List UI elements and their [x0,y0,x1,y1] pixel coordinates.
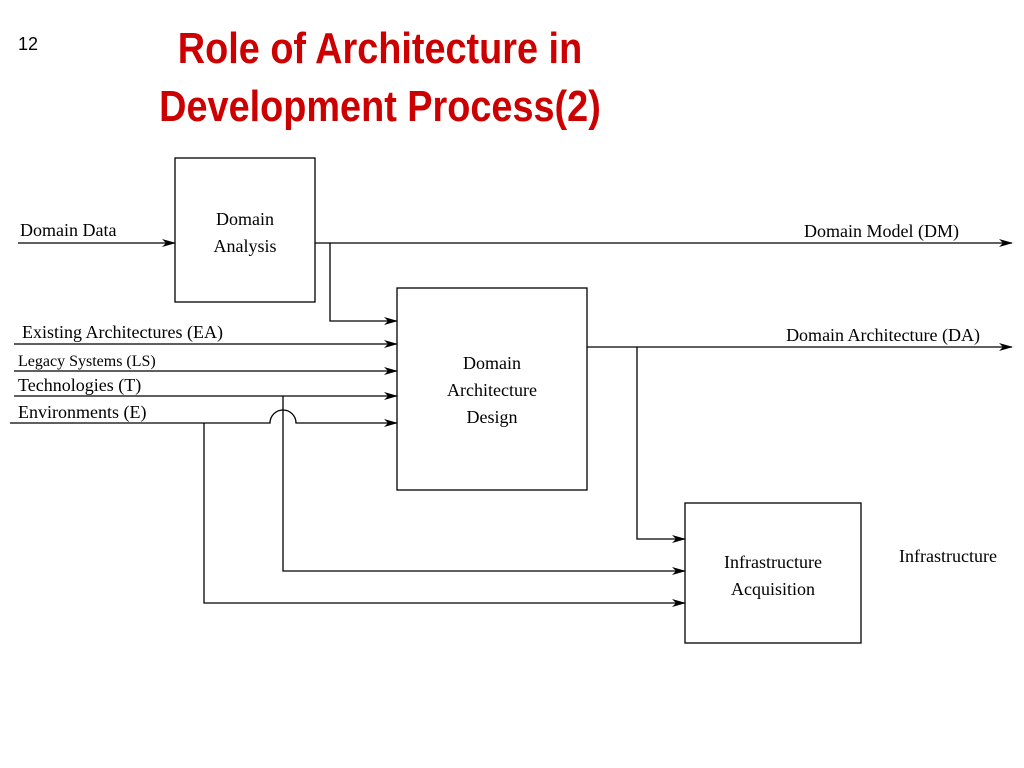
infrastructure-acquisition-box [684,502,862,644]
label-domain-model: Domain Model (DM) [804,221,959,242]
arrow-da-to-infrastructure [636,347,686,543]
slide-number: 12 [18,34,39,54]
domain-analysis-label-2: Analysis [214,236,277,256]
domain-analysis-box [174,157,316,303]
domain-analysis-label-1: Domain [216,209,274,229]
label-infrastructure: Infrastructure [899,546,997,566]
label-environments: Environments (E) [18,402,146,423]
infrastructure-acquisition-label-2: Acquisition [731,579,815,599]
design-label-1: Domain [463,353,521,373]
label-domain-architecture: Domain Architecture (DA) [786,325,980,346]
domain-architecture-design-box [396,287,588,491]
arrow-environments-to-infrastructure [203,423,686,607]
slide-title: Role of Architecture in Development Proc… [105,20,655,136]
label-existing-architectures: Existing Architectures (EA) [22,322,223,343]
label-technologies: Technologies (T) [18,375,141,396]
infrastructure-acquisition-label-1: Infrastructure [724,552,822,572]
design-label-3: Design [467,407,518,427]
label-legacy-systems: Legacy Systems (LS) [18,353,156,370]
title-line-2: Development Process(2) [159,82,601,131]
arrow-technologies-to-infrastructure [282,396,686,575]
label-domain-data: Domain Data [20,220,116,240]
arrow-analysis-to-design [329,243,398,325]
design-label-2: Architecture [447,380,537,400]
title-line-1: Role of Architecture in [177,24,583,73]
